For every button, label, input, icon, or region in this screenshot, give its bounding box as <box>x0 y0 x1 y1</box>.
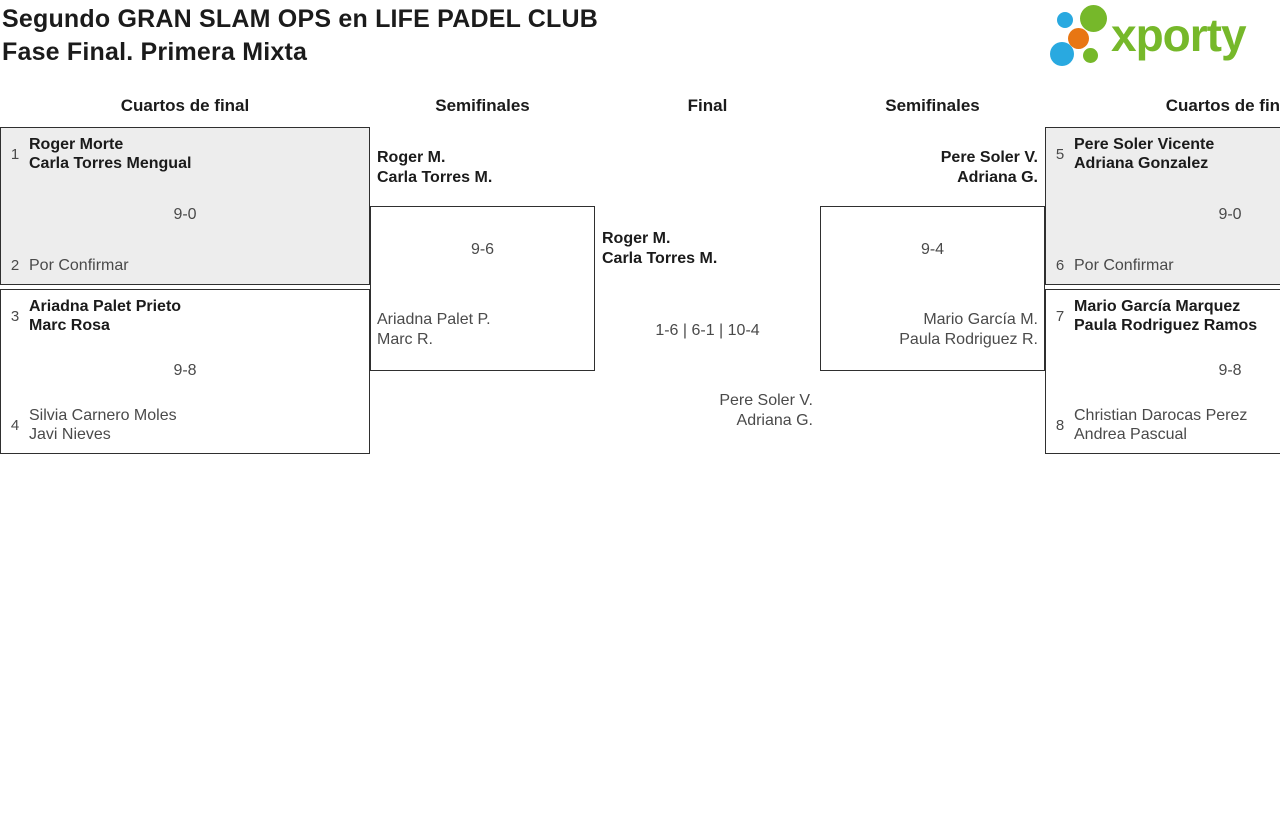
round-header-quarterfinals-right: Cuartos de final <box>1165 96 1280 115</box>
player-name: Ariadna Palet Prieto <box>29 298 182 315</box>
team-names: Mario García Marquez Paula Rodriguez Ram… <box>1074 297 1257 335</box>
xporty-logo[interactable]: xporty <box>1045 2 1277 70</box>
logo-dot-icon <box>1083 48 1098 63</box>
logo-dot-icon <box>1068 28 1089 49</box>
match-box-qf-2[interactable]: 3 Ariadna Palet Prieto Marc Rosa 9-8 4 S… <box>0 289 370 454</box>
sf-left-winner: Roger M. Carla Torres M. <box>377 148 492 187</box>
seed-number: 8 <box>1055 416 1065 434</box>
match-box-qf-3[interactable]: 5 Pere Soler Vicente Adriana Gonzalez 9-… <box>1045 127 1280 285</box>
player-name: Adriana Gonzalez <box>1074 155 1209 172</box>
player-name: Por Confirmar <box>29 257 129 274</box>
match-box-qf-4[interactable]: 7 Mario García Marquez Paula Rodriguez R… <box>1045 289 1280 454</box>
round-header-semifinals-left: Semifinales <box>435 96 530 115</box>
match-score: 9-4 <box>920 241 945 258</box>
match-score: 9-8 <box>1218 362 1242 379</box>
player-name: Mario García M. <box>923 311 1038 328</box>
logo-dot-icon <box>1057 12 1073 28</box>
player-name: Roger M. <box>602 230 671 247</box>
seed-number: 2 <box>10 257 20 274</box>
tournament-title: Segundo GRAN SLAM OPS en LIFE PADEL CLUB <box>2 5 598 33</box>
team-names: Pere Soler Vicente Adriana Gonzalez <box>1074 135 1214 173</box>
match-box-sf-right[interactable] <box>820 206 1045 371</box>
player-name: Ariadna Palet P. <box>377 311 491 328</box>
seed-number: 5 <box>1055 145 1065 163</box>
team-bottom: 2 Por Confirmar <box>1 256 369 275</box>
player-name: Por Confirmar <box>1074 257 1174 274</box>
player-name: Pere Soler V. <box>719 392 813 409</box>
match-box-qf-1[interactable]: 1 Roger Morte Carla Torres Mengual 9-0 2… <box>0 127 370 285</box>
final-winner: Roger M. Carla Torres M. <box>602 229 717 268</box>
team-names: Ariadna Palet Prieto Marc Rosa <box>29 297 181 335</box>
player-name: Pere Soler V. <box>940 149 1038 166</box>
player-name: Silvia Carnero Moles <box>29 407 177 424</box>
seed-number: 7 <box>1055 307 1065 325</box>
team-bottom: 4 Silvia Carnero Moles Javi Nieves <box>1 406 369 444</box>
sf-left-loser: Ariadna Palet P. Marc R. <box>377 310 491 349</box>
player-name: Carla Torres Mengual <box>29 155 192 172</box>
team-names: Por Confirmar <box>1074 256 1174 275</box>
player-name: Mario García Marquez <box>1074 298 1241 315</box>
seed-number: 3 <box>10 307 20 325</box>
match-score: 9-0 <box>173 206 197 223</box>
player-name: Andrea Pascual <box>1074 426 1187 443</box>
team-names: Christian Darocas Perez Andrea Pascual <box>1074 406 1247 444</box>
player-name: Paula Rodriguez Ramos <box>1074 317 1258 334</box>
player-name: Paula Rodriguez R. <box>899 330 1038 348</box>
team-top: 3 Ariadna Palet Prieto Marc Rosa <box>1 297 369 335</box>
player-name: Adriana G. <box>736 411 813 429</box>
player-name: Roger M. <box>377 149 446 166</box>
player-name: Carla Torres M. <box>377 168 493 186</box>
match-score: 9-6 <box>470 241 495 258</box>
team-bottom: 8 Christian Darocas Perez Andrea Pascual <box>1046 406 1280 444</box>
xporty-wordmark: xporty <box>1111 9 1247 61</box>
team-top: 1 Roger Morte Carla Torres Mengual <box>1 135 369 173</box>
match-score: 9-0 <box>1218 206 1242 223</box>
player-name: Javi Nieves <box>29 426 111 443</box>
player-name: Marc Rosa <box>29 317 110 334</box>
player-name: Marc R. <box>377 330 433 348</box>
round-header-quarterfinals-left: Cuartos de final <box>120 96 250 115</box>
seed-number: 4 <box>10 416 20 434</box>
round-header-semifinals-right: Semifinales <box>885 96 980 115</box>
player-name: Roger Morte <box>29 136 124 153</box>
team-top: 5 Pere Soler Vicente Adriana Gonzalez <box>1046 135 1280 173</box>
phase-subtitle: Fase Final. Primera Mixta <box>2 38 308 66</box>
sf-right-loser: Mario García M. Paula Rodriguez R. <box>820 310 1038 349</box>
team-top: 7 Mario García Marquez Paula Rodriguez R… <box>1046 297 1280 335</box>
team-names: Roger Morte Carla Torres Mengual <box>29 135 191 173</box>
team-names: Silvia Carnero Moles Javi Nieves <box>29 406 177 444</box>
seed-number: 6 <box>1055 257 1065 274</box>
player-name: Christian Darocas Perez <box>1074 407 1248 424</box>
final-score: 1-6 | 6-1 | 10-4 <box>655 322 760 339</box>
page-title: Segundo GRAN SLAM OPS en LIFE PADEL CLUB… <box>2 3 598 69</box>
round-header-final: Final <box>687 96 728 115</box>
team-names: Por Confirmar <box>29 256 129 275</box>
seed-number: 1 <box>10 145 20 163</box>
player-name: Carla Torres M. <box>602 249 718 267</box>
match-box-sf-left[interactable] <box>370 206 595 371</box>
sf-right-winner: Pere Soler V. Adriana G. <box>820 148 1038 187</box>
team-bottom: 6 Por Confirmar <box>1046 256 1280 275</box>
logo-dot-icon <box>1080 5 1107 32</box>
final-loser: Pere Soler V. Adriana G. <box>595 391 813 430</box>
player-name: Adriana G. <box>957 168 1038 186</box>
player-name: Pere Soler Vicente <box>1074 136 1215 153</box>
logo-dot-icon <box>1050 42 1074 66</box>
match-score: 9-8 <box>173 362 197 379</box>
